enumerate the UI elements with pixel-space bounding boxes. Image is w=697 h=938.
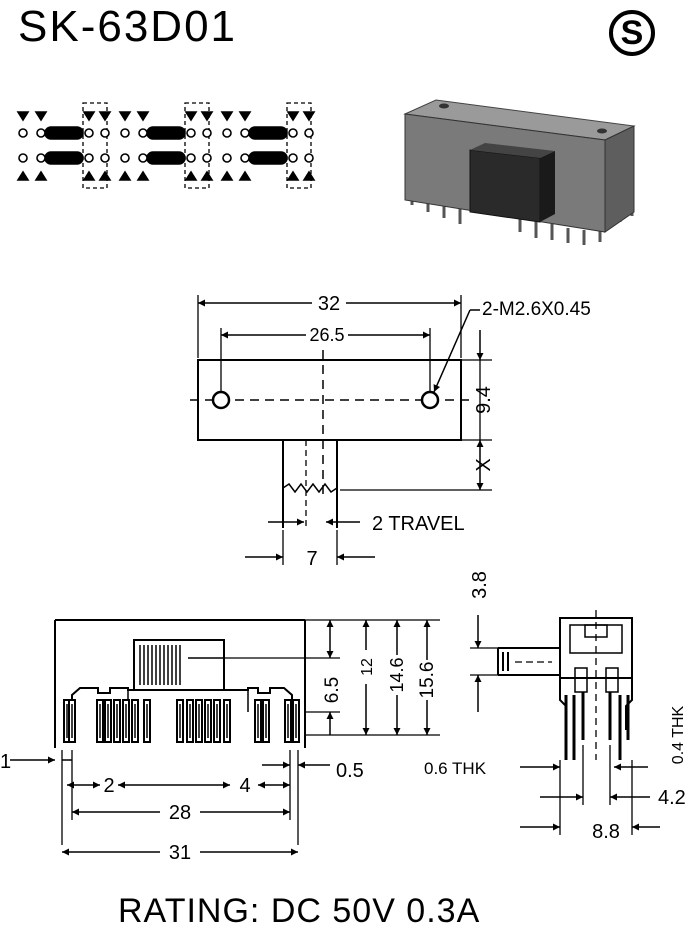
terminal-icon — [120, 128, 130, 138]
dim-3-8-label: 3.8 — [469, 571, 491, 599]
pin-arrow-icon — [238, 170, 252, 181]
product-photo — [403, 99, 636, 245]
terminal-icon — [202, 153, 212, 163]
terminal-icon — [84, 153, 94, 163]
schematic-frame — [82, 102, 108, 189]
mounting-hole — [211, 390, 231, 410]
pin-arrow-icon — [16, 170, 30, 181]
pin-arrow-icon — [118, 111, 132, 122]
pin-arrow-icon — [34, 170, 48, 181]
dim-31-label: 31 — [169, 842, 191, 864]
dim-4-label: 4 — [239, 775, 250, 797]
rating-text: RATING: DC 50V 0.3A — [118, 892, 481, 930]
pin-arrow-icon — [302, 111, 316, 122]
pin-arrow-icon — [98, 170, 112, 181]
terminal-icon — [18, 153, 28, 163]
dim-8-8-label: 8.8 — [592, 821, 620, 843]
schematic-frame — [184, 102, 210, 189]
terminal-icon — [36, 128, 46, 138]
actuator-knob — [133, 639, 225, 691]
pin-arrow-icon — [184, 111, 198, 122]
dim-7-label: 7 — [306, 548, 317, 570]
dim-4-2-label: 4.2 — [658, 787, 686, 809]
terminal-icon — [186, 153, 196, 163]
pin-arrow-icon — [136, 170, 150, 181]
terminal-icon — [100, 128, 110, 138]
pin-arrow-icon — [82, 170, 96, 181]
pin-arrow-icon — [302, 170, 316, 181]
terminal-icon — [138, 128, 148, 138]
dim-1-label: 1 — [0, 751, 11, 773]
slider-contact — [248, 126, 288, 140]
dim-32-label: 32 — [318, 293, 340, 315]
pin-arrow-icon — [286, 111, 300, 122]
terminal-icon — [186, 128, 196, 138]
dim-9-4-label: 9.4 — [473, 386, 495, 414]
slider-contact — [44, 151, 84, 165]
pin-arrow-icon — [34, 111, 48, 122]
dim-28-label: 28 — [169, 802, 191, 824]
dim-26-5-label: 26.5 — [309, 325, 344, 345]
pin-arrow-icon — [82, 111, 96, 122]
pin-arrow-icon — [118, 170, 132, 181]
circuit-schematic — [16, 102, 316, 189]
travel-label: 2 TRAVEL — [372, 513, 465, 535]
terminal-icon — [288, 128, 298, 138]
slider-contact — [146, 126, 186, 140]
terminal-icon — [222, 153, 232, 163]
pin-arrow-icon — [238, 111, 252, 122]
terminal-icon — [100, 153, 110, 163]
part-number-title: SK-63D01 — [18, 2, 238, 51]
terminal-icon — [222, 128, 232, 138]
slider-contact — [248, 151, 288, 165]
terminal-icon — [36, 153, 46, 163]
top-view: 32 26.5 2-M2.6X0.45 9.4 X 2 TRAVEL 7 — [190, 291, 591, 570]
terminal-icon — [304, 153, 314, 163]
side-view: 3.8 0.6 THK 0.4 THK 4.2 8.8 — [424, 571, 687, 843]
pin-arrow-icon — [184, 170, 198, 181]
pin-arrow-icon — [16, 111, 30, 122]
dim-6-5-label: 6.5 — [322, 677, 343, 703]
dim-x-label: X — [473, 458, 495, 471]
mounting-hole — [420, 390, 440, 410]
pin-arrow-icon — [98, 111, 112, 122]
pin-arrow-icon — [220, 170, 234, 181]
dim-2-label: 2 — [103, 775, 114, 797]
terminal-icon — [138, 153, 148, 163]
terminal-icon — [240, 153, 250, 163]
pin-arrow-icon — [200, 170, 214, 181]
terminal-icon — [240, 128, 250, 138]
pin-arrow-icon — [200, 111, 214, 122]
schematic-frame — [286, 102, 312, 189]
terminal-icon — [288, 153, 298, 163]
terminal-icon — [84, 128, 94, 138]
dim-14-6-label: 14.6 — [387, 657, 407, 692]
terminal-icon — [18, 128, 28, 138]
front-view: 1 2 4 28 31 0.5 6.5 12 14.6 15.6 — [0, 619, 440, 864]
pin-arrow-icon — [220, 111, 234, 122]
terminal-icon — [304, 128, 314, 138]
certification-mark-icon: S — [609, 10, 655, 56]
dim-0-5-label: 0.5 — [336, 760, 364, 782]
thk-0-4-label: 0.4 THK — [670, 705, 687, 764]
pin-arrow-icon — [136, 111, 150, 122]
dim-12-label: 12 — [359, 658, 376, 676]
terminal-icon — [202, 128, 212, 138]
pin-arrow-icon — [286, 170, 300, 181]
thk-0-6-label: 0.6 THK — [424, 759, 487, 778]
slider-contact — [44, 126, 84, 140]
hole-spec-label: 2-M2.6X0.45 — [482, 299, 591, 320]
slider-contact — [146, 151, 186, 165]
dim-15-6-label: 15.6 — [417, 662, 438, 699]
terminal-icon — [120, 153, 130, 163]
